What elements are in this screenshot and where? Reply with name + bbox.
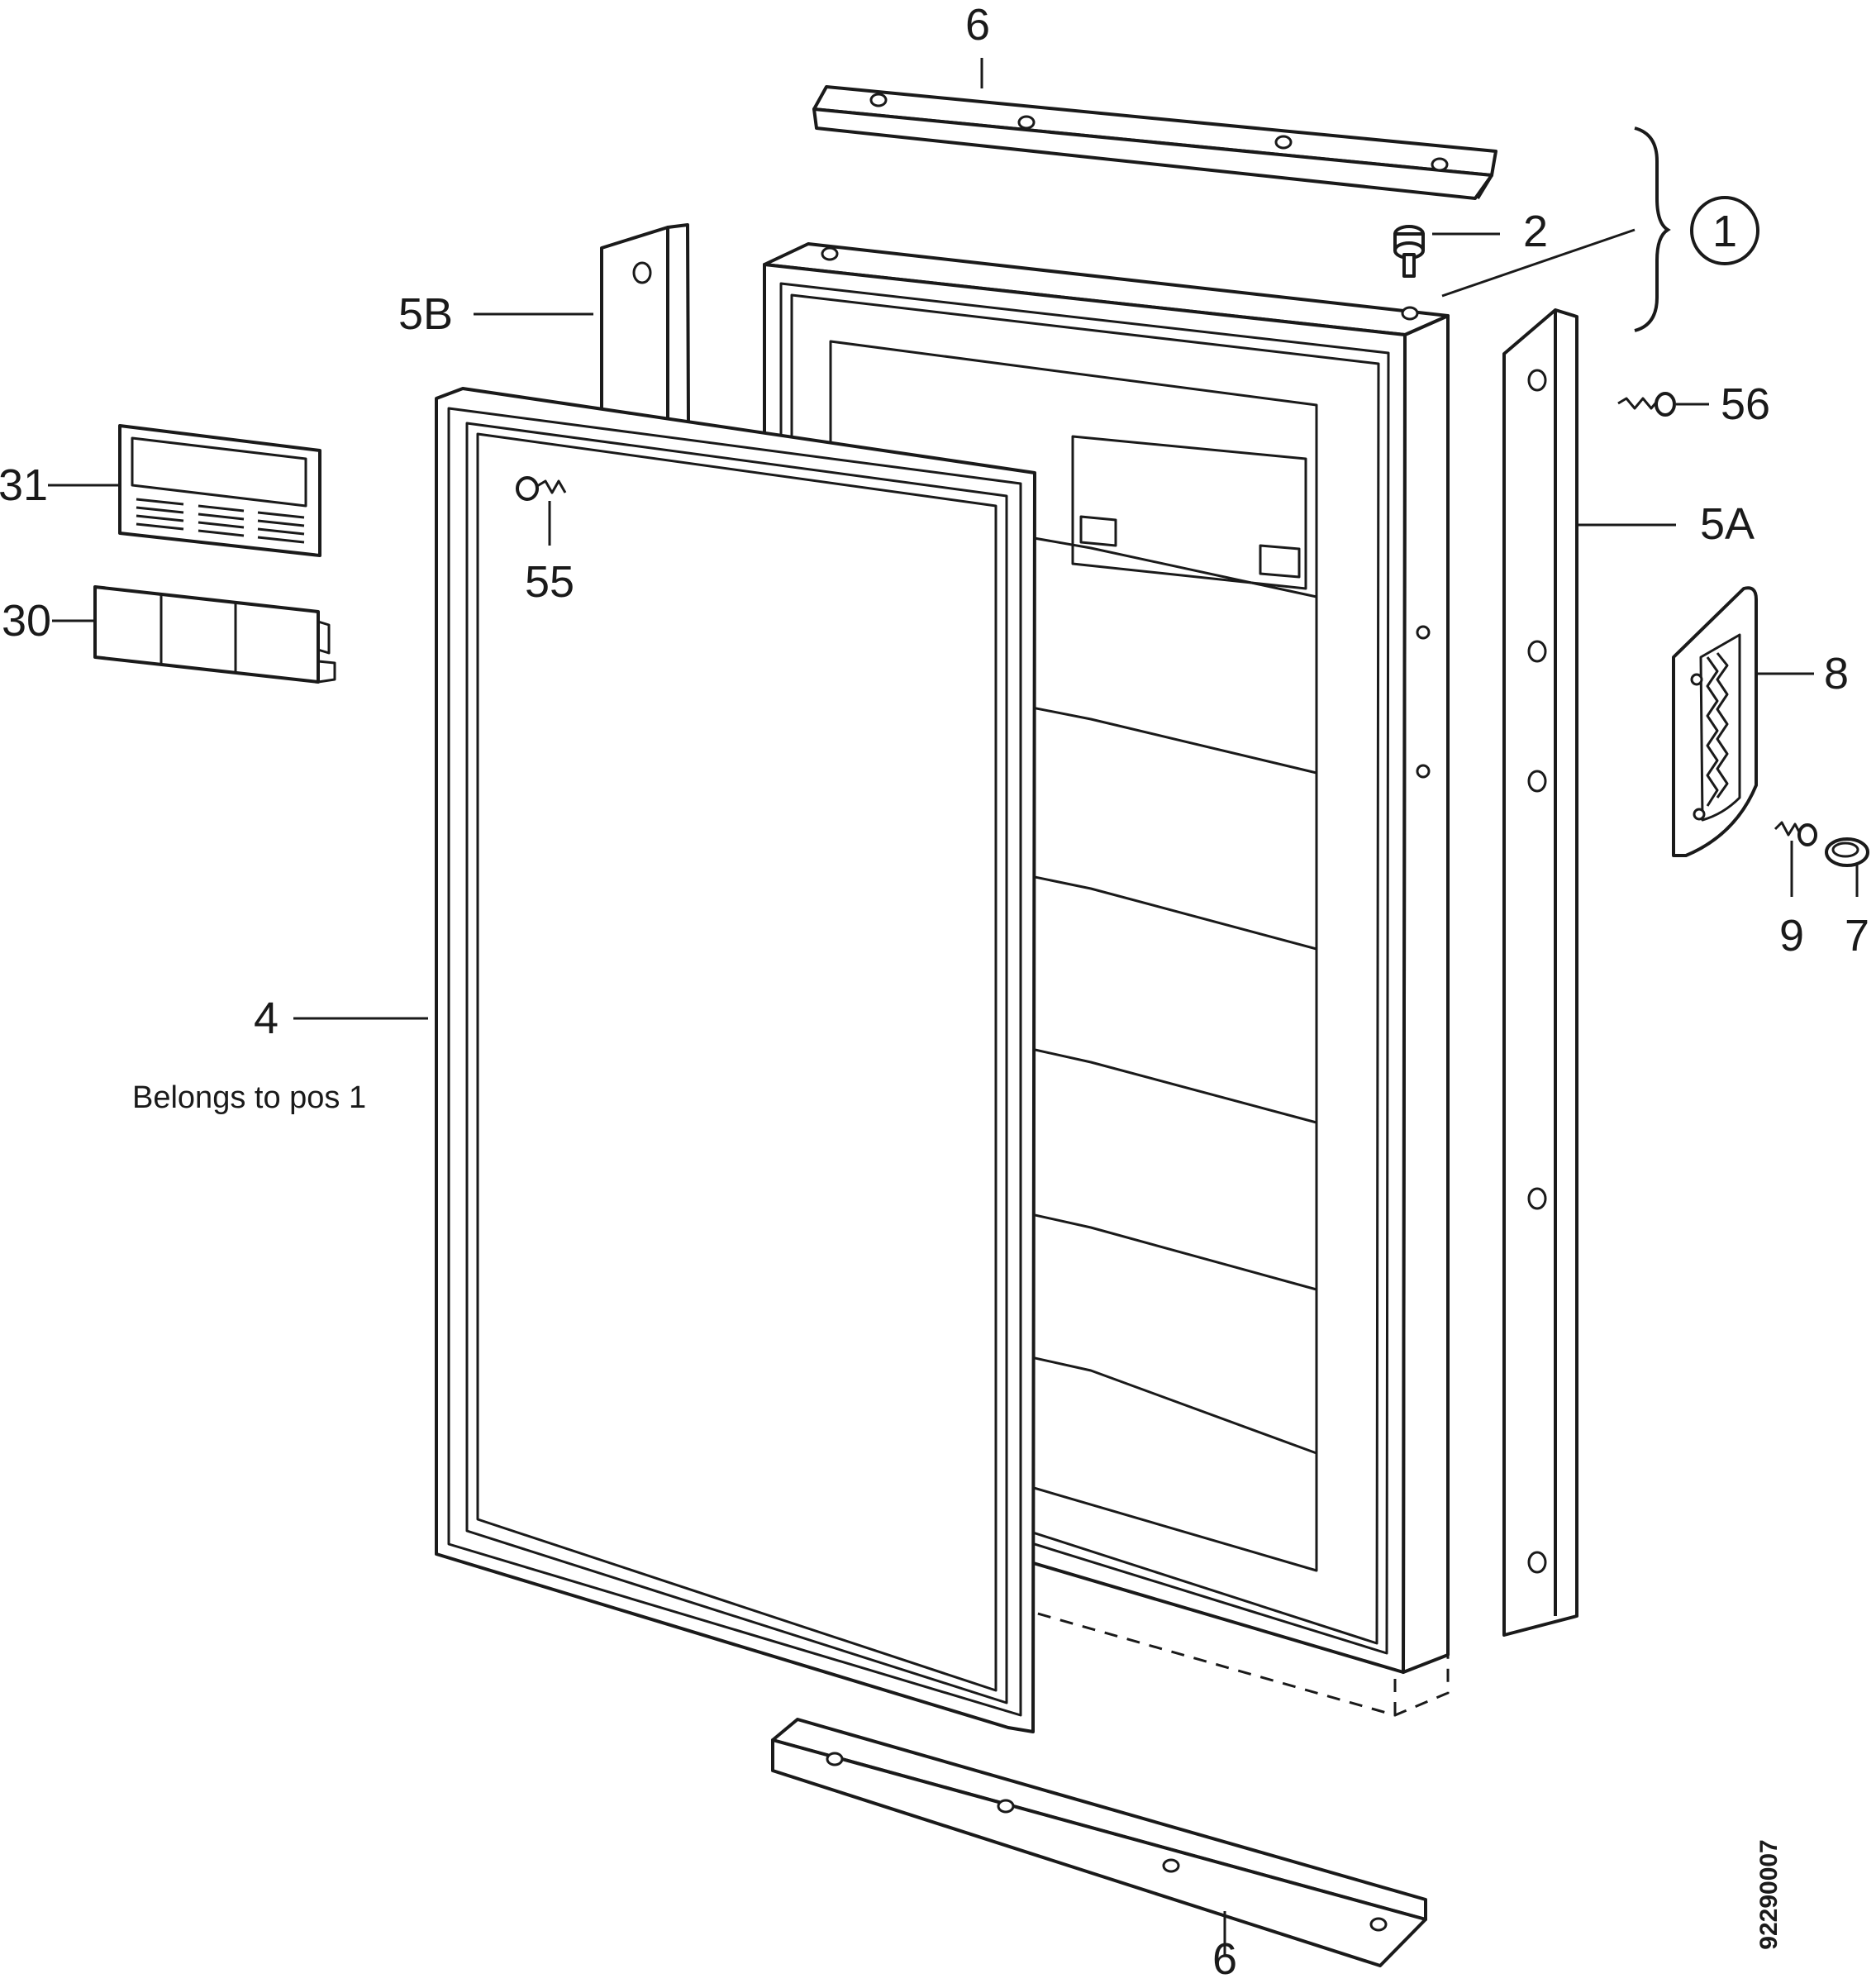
- drawing-code: 92290007: [1755, 1839, 1783, 1949]
- label-8: 8: [1824, 649, 1849, 698]
- cap-7-part: [1825, 837, 1869, 867]
- note-belongs-to-pos-1: Belongs to pos 1: [132, 1080, 366, 1115]
- label-5a: 5A: [1700, 499, 1755, 549]
- control-cover-part: [93, 585, 336, 684]
- assembly-callout-circle: [1690, 196, 1759, 265]
- label-9: 9: [1779, 911, 1804, 961]
- label-56: 56: [1721, 379, 1770, 429]
- screw-55-part: [516, 476, 567, 501]
- screw-56-part: [1617, 392, 1676, 417]
- bottom-bracket-part: [771, 1718, 1427, 1967]
- screw-9-part: [1774, 821, 1817, 846]
- label-7: 7: [1845, 911, 1869, 961]
- label-30: 30: [2, 596, 51, 646]
- leader-lines: [48, 58, 1859, 1955]
- label-6-bottom: 6: [1212, 1934, 1237, 1984]
- label-31: 31: [0, 460, 48, 510]
- label-5b: 5B: [398, 289, 453, 339]
- control-panel-part: [118, 424, 321, 557]
- assembly-brace: [1634, 126, 1671, 332]
- label-55: 55: [525, 557, 574, 607]
- gasket-part: [435, 387, 1036, 1733]
- label-2: 2: [1523, 207, 1548, 256]
- label-6-top: 6: [965, 0, 990, 50]
- top-bracket-part: [812, 85, 1497, 200]
- handle-part: [1672, 586, 1758, 857]
- label-4: 4: [254, 994, 279, 1043]
- label-1: 1: [1712, 207, 1737, 256]
- right-strip-part: [1502, 308, 1578, 1637]
- plug-part: [1393, 225, 1425, 278]
